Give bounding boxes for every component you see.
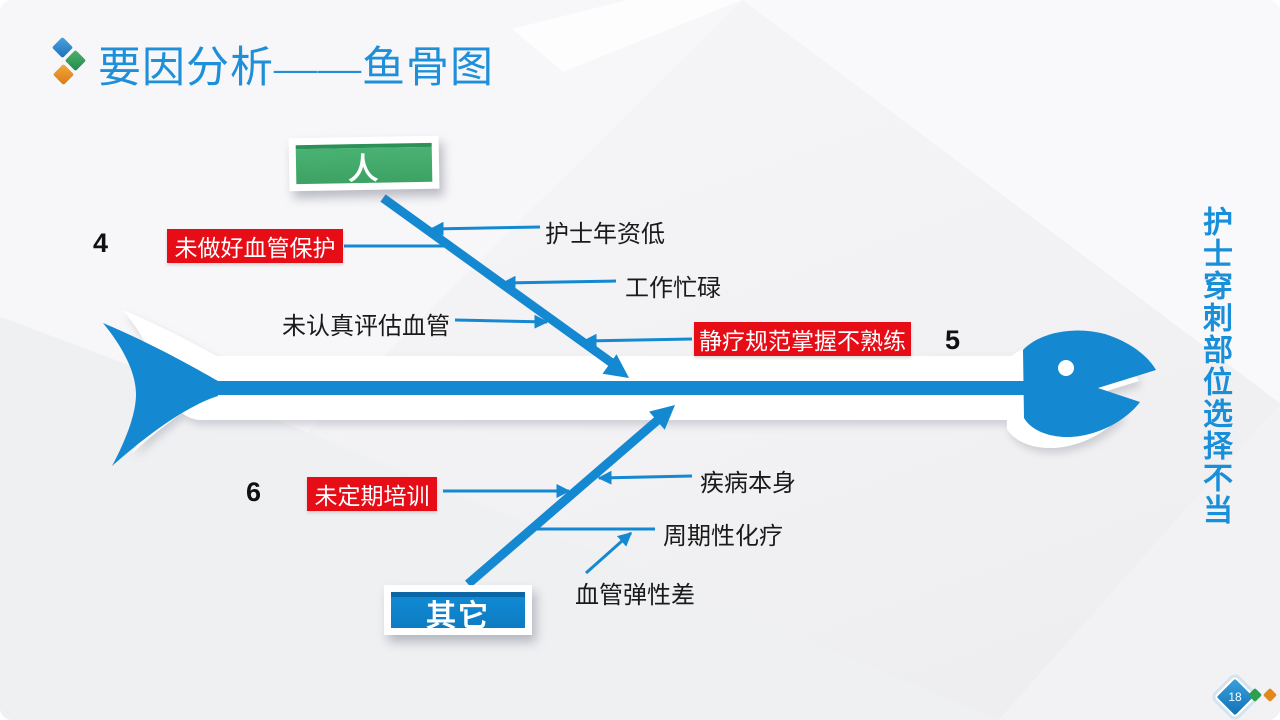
cause-nurse-seniority: 护士年资低 [545, 221, 665, 248]
red-cause-iv-standard: 静疗规范掌握不熟练 [694, 322, 911, 356]
branch-busy-work [501, 275, 617, 290]
fish-spine [205, 381, 1050, 395]
cause-busy-work: 工作忙碌 [625, 275, 721, 302]
category-label-person: 人 [295, 142, 433, 186]
fish-tail [103, 323, 218, 466]
page-number: 18 [1228, 690, 1242, 704]
fish-head [1023, 330, 1156, 438]
cause-vessel-assessment: 未认真评估血管 [282, 313, 450, 340]
category-box-person: 人 [288, 135, 440, 192]
fish-eye [1058, 360, 1074, 376]
lower-bone-arrowhead [649, 405, 675, 430]
footer-orange-diamond-icon [1262, 687, 1278, 703]
red-cause-training: 未定期培训 [307, 477, 437, 511]
branch-iv-standard [582, 333, 693, 348]
page-title: 要因分析——鱼骨图 [98, 45, 494, 92]
cause-vessel-elasticity: 血管弹性差 [575, 582, 695, 609]
category-box-other: 其它 [384, 585, 532, 635]
fish-shadow-shapes [123, 310, 1139, 453]
branch-vessel-elasticity [585, 531, 633, 575]
title-diamonds-icon [48, 34, 96, 90]
bone-number-6: 6 [246, 477, 262, 507]
upper-bone-arrowhead [602, 354, 629, 378]
branch-vessel-assessment [454, 314, 549, 329]
cause-disease-itself: 疾病本身 [700, 470, 796, 497]
cause-periodic-chemo: 周期性化疗 [663, 523, 783, 550]
red-cause-vessel-protection: 未做好血管保护 [167, 229, 343, 263]
category-label-other: 其它 [391, 592, 525, 633]
main-bones [380, 194, 662, 588]
bone-number-4: 4 [93, 228, 109, 258]
lower-bone [465, 415, 662, 588]
bone-number-5: 5 [945, 325, 961, 355]
branch-nurse-seniority [429, 221, 541, 236]
branch-disease-itself [597, 470, 693, 485]
effect-statement: 护士穿刺部位选择不当 [1198, 206, 1231, 526]
